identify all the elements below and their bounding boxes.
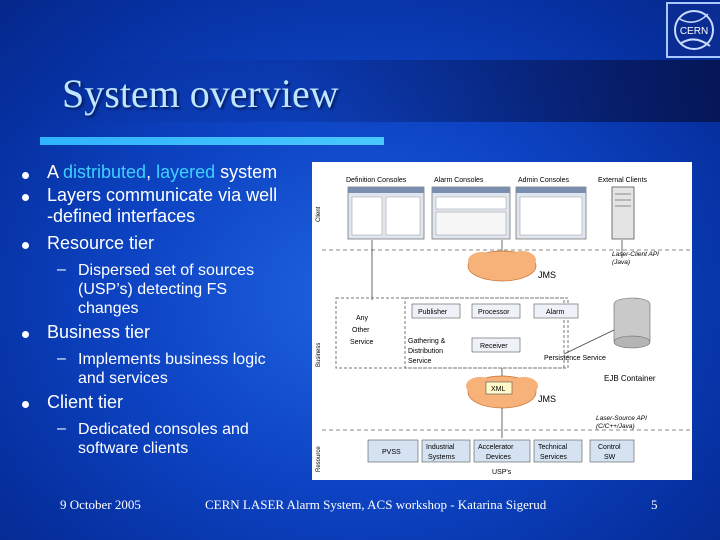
source-box-control (589, 439, 635, 463)
source-label: SW (604, 454, 616, 461)
source-label: Industrial (426, 444, 455, 451)
source-label: Technical (538, 444, 568, 451)
laser-source-api-label: Laser-Source API (596, 415, 647, 422)
receiver-label: Receiver (480, 343, 508, 350)
source-label: Control (598, 444, 621, 451)
sub-bullet-resource: Dispersed set of sources (USP’s) detectin… (78, 261, 254, 318)
processor-label: Processor (478, 309, 510, 316)
any-service-line: Service (350, 339, 373, 346)
logo-text: CERN (680, 26, 708, 37)
bullet-dot (22, 242, 29, 249)
xml-box (485, 381, 513, 395)
tier-label-business: Business (316, 343, 322, 367)
cern-logo: CERN (666, 2, 720, 58)
alarm-label: Alarm (546, 309, 564, 316)
jms-label-bottom: JMS (538, 394, 556, 404)
laser-source-api-lang: (C/C++/Java) (596, 423, 635, 430)
alarm-box (533, 303, 579, 319)
sub-bullet-dash: – (57, 350, 66, 367)
gathering-line: Gathering & (408, 338, 446, 345)
sub-bullet-line: Dedicated consoles and (78, 421, 249, 438)
page-number: 5 (651, 497, 658, 512)
source-label: Services (540, 454, 567, 461)
footer-title: CERN LASER Alarm System, ACS workshop - … (205, 497, 547, 512)
sub-bullet-line: and services (78, 370, 168, 387)
any-service-line: Any (356, 315, 369, 322)
bullet-dot (22, 172, 29, 179)
any-service-line: Other (352, 327, 370, 334)
bullet-dot (22, 331, 29, 338)
bullet-line: Layers communicate via well (47, 185, 278, 205)
cern-logo-icon: CERN (674, 10, 714, 50)
gathering-line: Distribution (408, 348, 443, 355)
sub-bullet-business: Implements business logic and services (78, 350, 266, 388)
persistence-label: Persistence Service (544, 355, 606, 362)
bullet-resource-tier: Resource tier (47, 233, 155, 253)
bullet-business-tier: Business tier (47, 322, 151, 342)
xml-label: XML (491, 386, 506, 393)
console-label-alarm: Alarm Consoles (434, 177, 484, 184)
jms-label-top: JMS (538, 270, 556, 280)
bullet-highlight-layered: layered (156, 162, 216, 182)
source-box-pvss (367, 439, 419, 463)
bullet-distributed: A distributed, layered system (47, 162, 277, 183)
bullet-dot (22, 194, 29, 201)
sub-bullet-client: Dedicated consoles and software clients (78, 420, 249, 458)
database-cylinder-icon (613, 297, 651, 349)
publisher-box (411, 303, 461, 319)
sub-bullet-line: Implements business logic (78, 351, 266, 368)
laser-client-api-label: Laser-Client API (612, 251, 659, 258)
tier-label-resource: Resource (316, 446, 322, 472)
sub-bullet-line: changes (78, 300, 139, 317)
architecture-diagram: Client Business Resource Definition Cons… (312, 162, 692, 480)
laser-client-api-lang: (Java) (612, 259, 630, 266)
console-label-admin: Admin Consoles (518, 177, 569, 184)
receiver-box (471, 337, 521, 353)
source-label: PVSS (382, 449, 401, 456)
source-label: Systems (428, 454, 455, 461)
bullet-dot (22, 401, 29, 408)
tier-label-client: Client (316, 206, 322, 222)
sub-bullet-dash: – (57, 420, 66, 437)
bullet-text: system (215, 162, 278, 182)
source-label: Accelerator (478, 444, 514, 451)
console-window-icon (515, 186, 587, 240)
console-window-icon (347, 186, 425, 240)
sub-bullet-line: software clients (78, 440, 189, 457)
source-box-industrial (421, 439, 471, 463)
console-window-icon (431, 186, 511, 240)
console-label-external: External Clients (598, 177, 648, 184)
bullet-client-tier: Client tier (47, 392, 124, 412)
sub-bullet-line: (USP’s) detecting FS (78, 281, 228, 298)
sub-bullet-line: Dispersed set of sources (78, 262, 255, 279)
gathering-line: Service (408, 358, 431, 365)
bullet-text: , (146, 162, 157, 182)
source-label: Devices (486, 454, 511, 461)
slide-title: System overview (62, 71, 339, 116)
source-box-accelerator (473, 439, 531, 463)
footer-date: 9 October 2005 (60, 497, 141, 512)
bullet-highlight-distributed: distributed (63, 162, 147, 182)
bullet-layers: Layers communicate via well-defined inte… (47, 185, 277, 227)
console-label-definition: Definition Consoles (346, 177, 407, 184)
external-client-computer-icon (611, 186, 635, 240)
usp-label: USP's (492, 469, 512, 476)
title-band (0, 60, 720, 122)
source-box-technical (533, 439, 583, 463)
title-underline (40, 137, 384, 145)
ejb-container-label: EJB Container (604, 374, 656, 383)
bullet-line: -defined interfaces (47, 206, 196, 226)
jms-cloud-icon (467, 250, 537, 282)
processor-box (471, 303, 521, 319)
publisher-label: Publisher (418, 309, 448, 316)
sub-bullet-dash: – (57, 261, 66, 278)
bullet-text: A (47, 162, 64, 182)
